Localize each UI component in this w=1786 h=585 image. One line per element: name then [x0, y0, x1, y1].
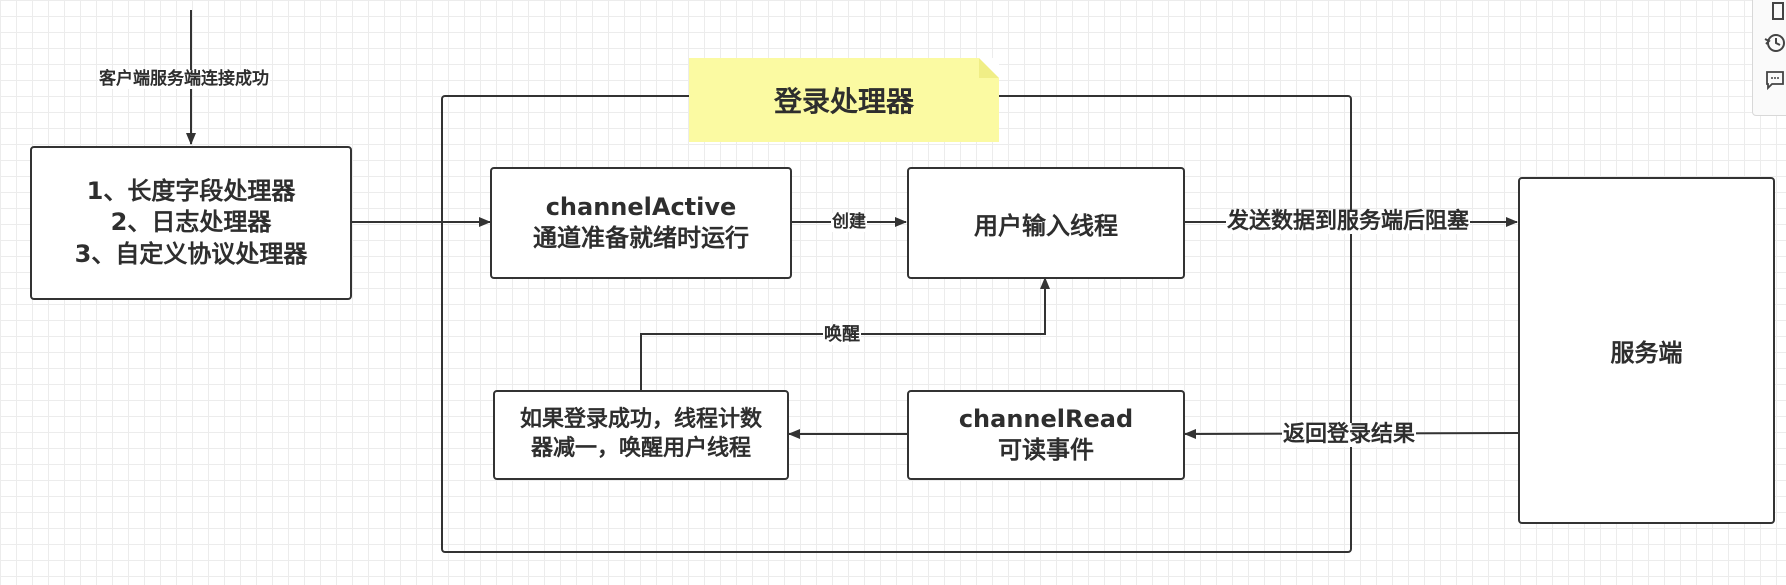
comment-icon[interactable]: [1761, 69, 1785, 91]
channel-read-node[interactable]: channelRead 可读事件: [907, 390, 1185, 480]
edge-label-return-result: 返回登录结果: [1282, 422, 1417, 448]
handlers-node[interactable]: 1、长度字段处理器 2、日志处理器 3、自定义协议处理器: [30, 146, 352, 300]
channel-active-line-2: 通道准备就绪时运行: [533, 224, 749, 252]
note-fold-corner: [979, 58, 999, 78]
history-icon[interactable]: [1761, 32, 1785, 54]
channel-active-node[interactable]: channelActive 通道准备就绪时运行: [490, 167, 792, 279]
edge-label-wakeup: 唤醒: [823, 324, 861, 345]
login-success-line-2: 器减一，唤醒用户线程: [530, 436, 751, 461]
login-success-node[interactable]: 如果登录成功，线程计数 器减一，唤醒用户线程: [493, 390, 789, 480]
handlers-line-1: 1、长度字段处理器: [86, 177, 296, 206]
edge-label-connect-success: 客户端服务端连接成功: [98, 69, 270, 89]
channel-read-line-2: 可读事件: [997, 436, 1094, 464]
login-handler-title-note[interactable]: 登录处理器: [689, 58, 999, 142]
handlers-line-2: 2、日志处理器: [110, 208, 272, 237]
right-tool-panel: [1752, 0, 1786, 116]
edge-label-create: 创建: [831, 212, 867, 232]
page-icon[interactable]: [1761, 1, 1785, 23]
login-success-line-1: 如果登录成功，线程计数: [519, 407, 762, 433]
server-node[interactable]: 服务端: [1518, 177, 1775, 524]
server-label: 服务端: [1610, 339, 1683, 367]
login-handler-container[interactable]: [441, 95, 1352, 553]
user-input-thread-label: 用户输入线程: [974, 211, 1118, 240]
channel-read-line-1: channelRead: [958, 404, 1134, 433]
login-handler-title: 登录处理器: [773, 85, 914, 118]
handlers-line-3: 3、自定义协议处理器: [74, 239, 308, 268]
channel-active-line-1: channelActive: [545, 192, 737, 221]
edge-label-send-block: 发送数据到服务端后阻塞: [1226, 209, 1471, 235]
user-input-thread-node[interactable]: 用户输入线程: [907, 167, 1185, 279]
